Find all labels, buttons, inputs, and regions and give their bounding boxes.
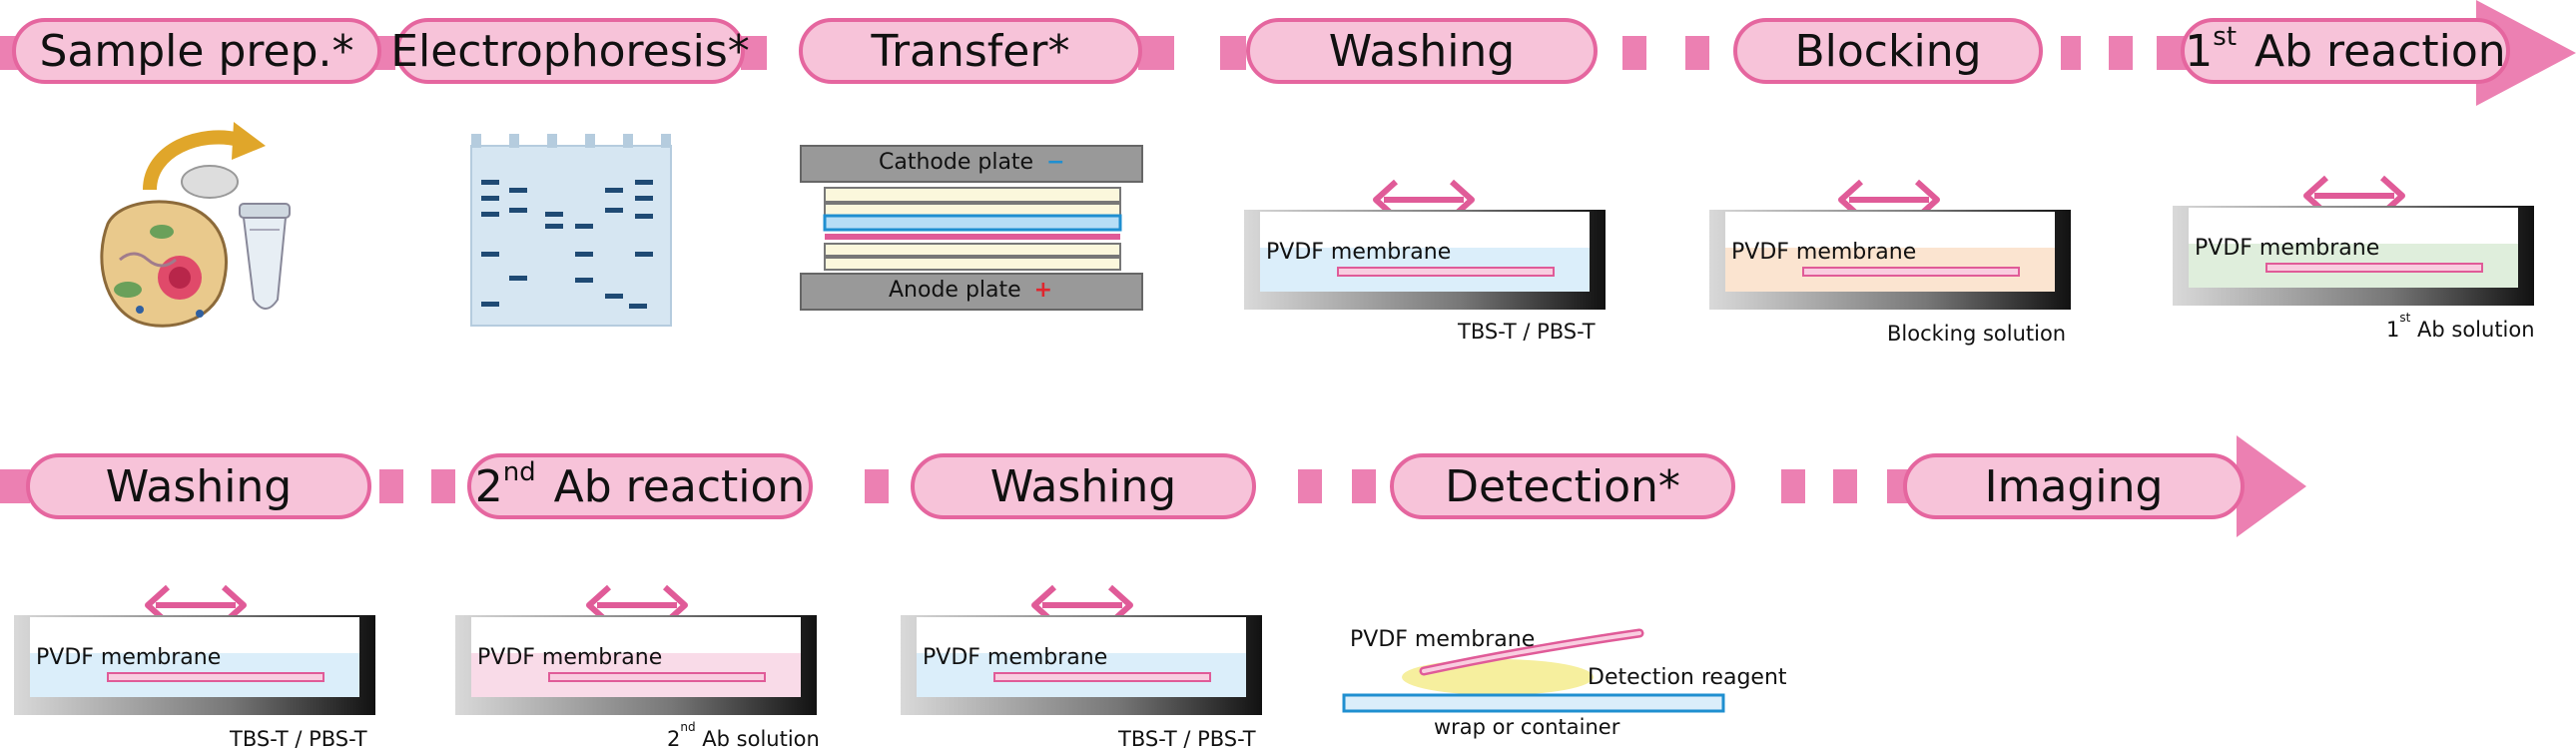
solution-label-first-ab: 1st Ab solution <box>2386 311 2535 342</box>
step-blocking: Blocking <box>1733 18 2043 84</box>
detection-illustration <box>1342 628 1725 713</box>
step-washing-2: Washing <box>26 453 371 519</box>
step-detection-label: Detection* <box>1445 460 1680 512</box>
solution-label-blocking: Blocking solution <box>1887 322 2067 346</box>
solution-label-second-ab: 2nd Ab solution <box>667 720 820 751</box>
anode-plate-label: Anode plate + <box>889 278 1053 303</box>
cathode-plate-label: Cathode plate − <box>879 150 1065 175</box>
detection-reagent-label: Detection reagent <box>1588 665 1787 690</box>
step-first-ab-prefix: 1 <box>2185 25 2214 77</box>
step-sample-prep-label: Sample prep.* <box>39 25 354 77</box>
membrane-label-washing-3: PVDF membrane <box>923 645 1108 670</box>
cell-illustration <box>100 200 228 328</box>
step-electrophoresis: Electrophoresis* <box>390 18 750 84</box>
step-electrophoresis-label: Electrophoresis* <box>390 25 750 77</box>
membrane-label-washing-1: PVDF membrane <box>1266 240 1452 265</box>
plus-sign-icon: + <box>1033 278 1053 303</box>
step-blocking-label: Blocking <box>1794 25 1982 77</box>
solution-label-washing-1: TBS-T / PBS-T <box>1458 320 1596 344</box>
step-washing-2-label: Washing <box>105 460 293 512</box>
step-washing-1-label: Washing <box>1328 25 1516 77</box>
step-first-ab-sup: st <box>2213 22 2238 52</box>
step-washing-1: Washing <box>1246 18 1598 84</box>
step-washing-3: Washing <box>911 453 1256 519</box>
step-second-ab-prefix: 2 <box>474 460 503 512</box>
membrane-label-blocking: PVDF membrane <box>1731 240 1917 265</box>
gel-illustration <box>470 134 672 327</box>
step-imaging: Imaging <box>1903 453 2245 519</box>
detection-membrane-label: PVDF membrane <box>1350 627 1536 652</box>
solution-label-washing-2: TBS-T / PBS-T <box>230 727 367 751</box>
step-transfer-label: Transfer* <box>871 25 1070 77</box>
step-first-ab-rest: Ab reaction <box>2241 25 2506 77</box>
washing-tray-3 <box>901 587 1262 715</box>
transfer-stack <box>800 145 1143 311</box>
tube-icon <box>239 203 291 310</box>
step-washing-3-label: Washing <box>989 460 1177 512</box>
minus-sign-icon: − <box>1046 150 1065 175</box>
step-detection: Detection* <box>1390 453 1735 519</box>
container-label: wrap or container <box>1434 715 1620 739</box>
membrane-label-second-ab: PVDF membrane <box>477 645 663 670</box>
step-sample-prep: Sample prep.* <box>12 18 381 84</box>
step-second-ab-rest: Ab reaction <box>539 460 806 512</box>
blocking-tray <box>1709 182 2071 310</box>
washing-tray-2 <box>14 587 375 715</box>
solution-label-washing-3: TBS-T / PBS-T <box>1118 727 1256 751</box>
arrow-to-tube-icon <box>143 122 266 199</box>
membrane-label-first-ab: PVDF membrane <box>2195 236 2380 261</box>
step-second-ab-sup: nd <box>502 457 536 487</box>
step-transfer: Transfer* <box>799 18 1142 84</box>
step-imaging-label: Imaging <box>1984 460 2164 512</box>
first-ab-tray <box>2173 178 2534 306</box>
membrane-label-washing-2: PVDF membrane <box>36 645 222 670</box>
washing-tray-1 <box>1244 182 1606 310</box>
second-ab-tray <box>455 587 817 715</box>
